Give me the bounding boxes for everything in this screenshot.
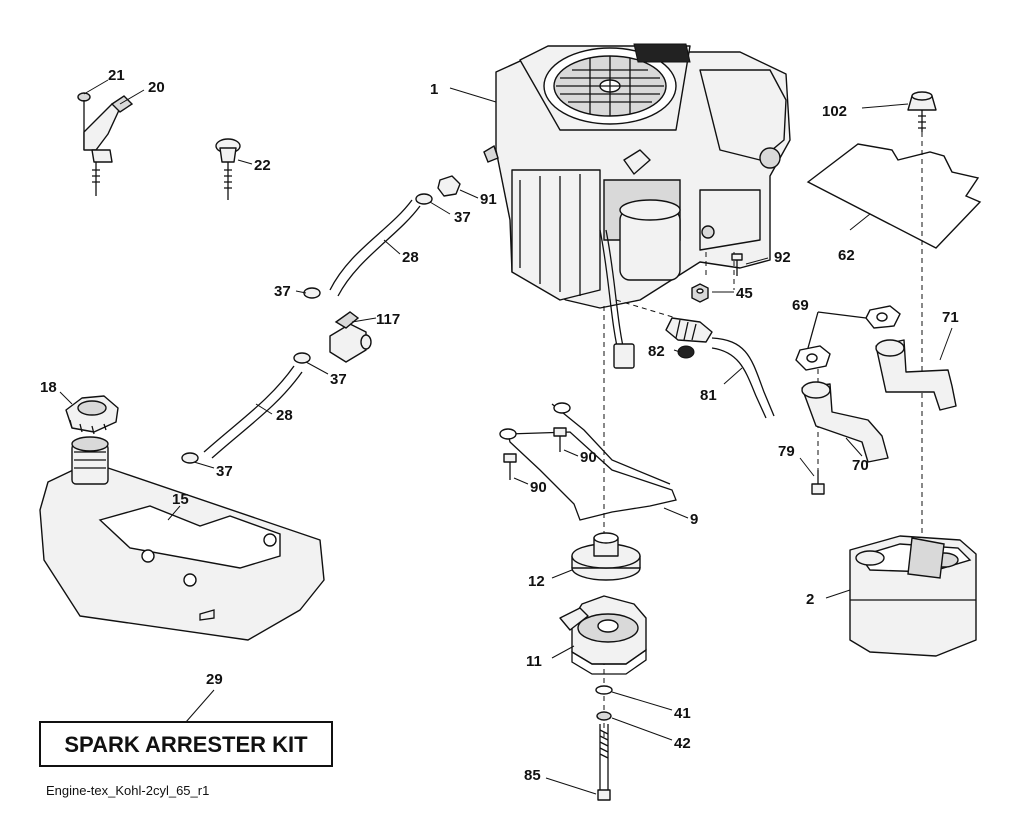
callout-70: 70 bbox=[852, 457, 869, 474]
callout-117: 117 bbox=[376, 311, 400, 328]
callout-42: 42 bbox=[674, 735, 691, 752]
callout-28b: 28 bbox=[276, 407, 293, 424]
callout-29: 29 bbox=[206, 671, 223, 688]
pulley-part bbox=[551, 532, 641, 581]
leader-line bbox=[449, 87, 497, 103]
callout-90b: 90 bbox=[580, 449, 597, 466]
bolt-92-part bbox=[731, 253, 769, 276]
callout-1: 1 bbox=[430, 81, 438, 98]
callout-18: 18 bbox=[40, 379, 57, 396]
shutoff-valve-part bbox=[329, 311, 377, 363]
bolt-79-part bbox=[799, 457, 825, 495]
callout-45: 45 bbox=[736, 285, 753, 302]
callout-71: 71 bbox=[942, 309, 959, 326]
callout-69: 69 bbox=[792, 297, 809, 314]
exhaust-pipe-71-part bbox=[875, 327, 957, 411]
callout-85: 85 bbox=[524, 767, 541, 784]
bolt-102-part bbox=[861, 91, 937, 132]
callout-28a: 28 bbox=[402, 249, 419, 266]
gasket-part bbox=[795, 305, 901, 371]
leader-line bbox=[185, 689, 215, 723]
washer-part bbox=[595, 685, 673, 741]
bolt-90-part bbox=[503, 427, 579, 485]
fuel-hose-28-upper-part bbox=[329, 199, 421, 297]
exhaust-pipe-70-part bbox=[801, 381, 889, 463]
alignment-line bbox=[615, 299, 677, 319]
callout-12: 12 bbox=[528, 573, 545, 590]
callout-81: 81 bbox=[700, 387, 717, 404]
diagram-caption: Engine-tex_Kohl-2cyl_65_r1 bbox=[46, 783, 209, 798]
muffler-part bbox=[825, 535, 977, 657]
callout-92: 92 bbox=[774, 249, 791, 266]
callout-79: 79 bbox=[778, 443, 795, 460]
spark-arrester-kit-label: SPARK ARRESTER KIT bbox=[64, 732, 308, 757]
callout-21: 21 bbox=[108, 67, 125, 84]
callout-22: 22 bbox=[254, 157, 271, 174]
callout-37c: 37 bbox=[330, 371, 347, 388]
fuel-filter-part bbox=[665, 317, 713, 359]
callout-37d: 37 bbox=[216, 463, 233, 480]
fuel-tank-part bbox=[39, 436, 325, 641]
electric-clutch-part bbox=[551, 595, 647, 675]
callout-41: 41 bbox=[674, 705, 691, 722]
knob-part bbox=[215, 138, 253, 200]
throttle-control-part bbox=[77, 79, 145, 196]
callout-2: 2 bbox=[806, 591, 814, 608]
fuel-hose-28-lower-part bbox=[203, 365, 303, 459]
clamp-part bbox=[181, 193, 451, 469]
nut-45-part bbox=[691, 283, 734, 303]
spark-arrester-kit-box: SPARK ARRESTER KIT bbox=[39, 721, 333, 767]
fuel-cap-part bbox=[59, 391, 119, 435]
callout-15: 15 bbox=[172, 491, 189, 508]
callout-82: 82 bbox=[648, 343, 665, 360]
callout-9: 9 bbox=[690, 511, 698, 528]
callout-102: 102 bbox=[822, 103, 847, 120]
callout-37a: 37 bbox=[454, 209, 471, 226]
fuel-hose-81-part bbox=[711, 337, 775, 419]
fitting-91-part bbox=[437, 175, 479, 199]
callout-91: 91 bbox=[480, 191, 497, 208]
engine-part bbox=[483, 43, 791, 369]
callout-62: 62 bbox=[838, 247, 855, 264]
callout-20: 20 bbox=[148, 79, 165, 96]
callout-labels: 1 2 9 11 12 15 18 20 21 22 28 28 29 37 3… bbox=[40, 67, 959, 784]
heat-shield-part bbox=[806, 143, 982, 249]
bracket-part bbox=[499, 402, 689, 521]
bolt-85-part bbox=[545, 724, 611, 801]
callout-11: 11 bbox=[526, 653, 542, 670]
callout-37b: 37 bbox=[274, 283, 291, 300]
callout-90a: 90 bbox=[530, 479, 547, 496]
